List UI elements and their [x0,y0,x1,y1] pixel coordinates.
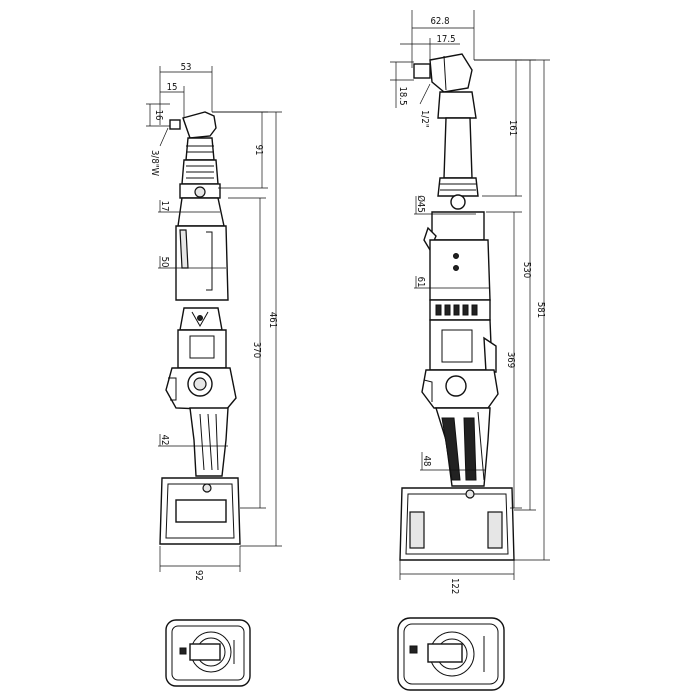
left-tool-outline [159,111,241,545]
dim-right-top-inner: 17.5 [436,34,455,45]
left-bottom-view [165,619,251,687]
dim-left-total-length: 461 [267,312,278,328]
dim-right-battery-width: 122 [449,578,460,594]
right-dimensions: 62.8 17.5 18.5 1/2" 161 530 581 369 Ø45 … [390,10,550,594]
dim-right-head-length: 161 [507,120,518,136]
right-bottom-view [397,617,505,691]
dim-right-top-width: 62.8 [430,16,449,27]
dim-left-top-width: 53 [181,62,192,73]
dim-right-body-width: 61 [415,277,426,288]
dim-right-neck-dia: Ø45 [415,195,426,213]
dim-left-battery-width: 92 [193,570,204,581]
dim-right-head-height: 18.5 [397,86,408,105]
dim-right-mid-length: 530 [521,262,532,278]
dim-left-neck-dia: 17 [159,201,170,212]
dim-left-grip-width: 42 [159,435,170,446]
dim-right-drive-note: 1/2" [419,110,430,128]
dim-left-head-height: 16 [153,110,164,121]
right-tool-outline [399,53,515,561]
dim-right-grip-width: 48 [421,456,432,467]
dim-left-top-inner: 15 [167,82,178,93]
dim-left-body-length: 370 [251,342,262,358]
dim-left-body-width: 50 [159,257,170,268]
dim-right-total-length: 581 [535,302,546,318]
dim-left-drive-note: 3/8"W [149,150,160,177]
dim-left-head-length: 91 [253,145,264,156]
dim-right-body-length: 369 [505,352,516,368]
left-dimensions: 53 15 16 3/8"W 91 461 370 17 50 42 92 [146,62,282,581]
